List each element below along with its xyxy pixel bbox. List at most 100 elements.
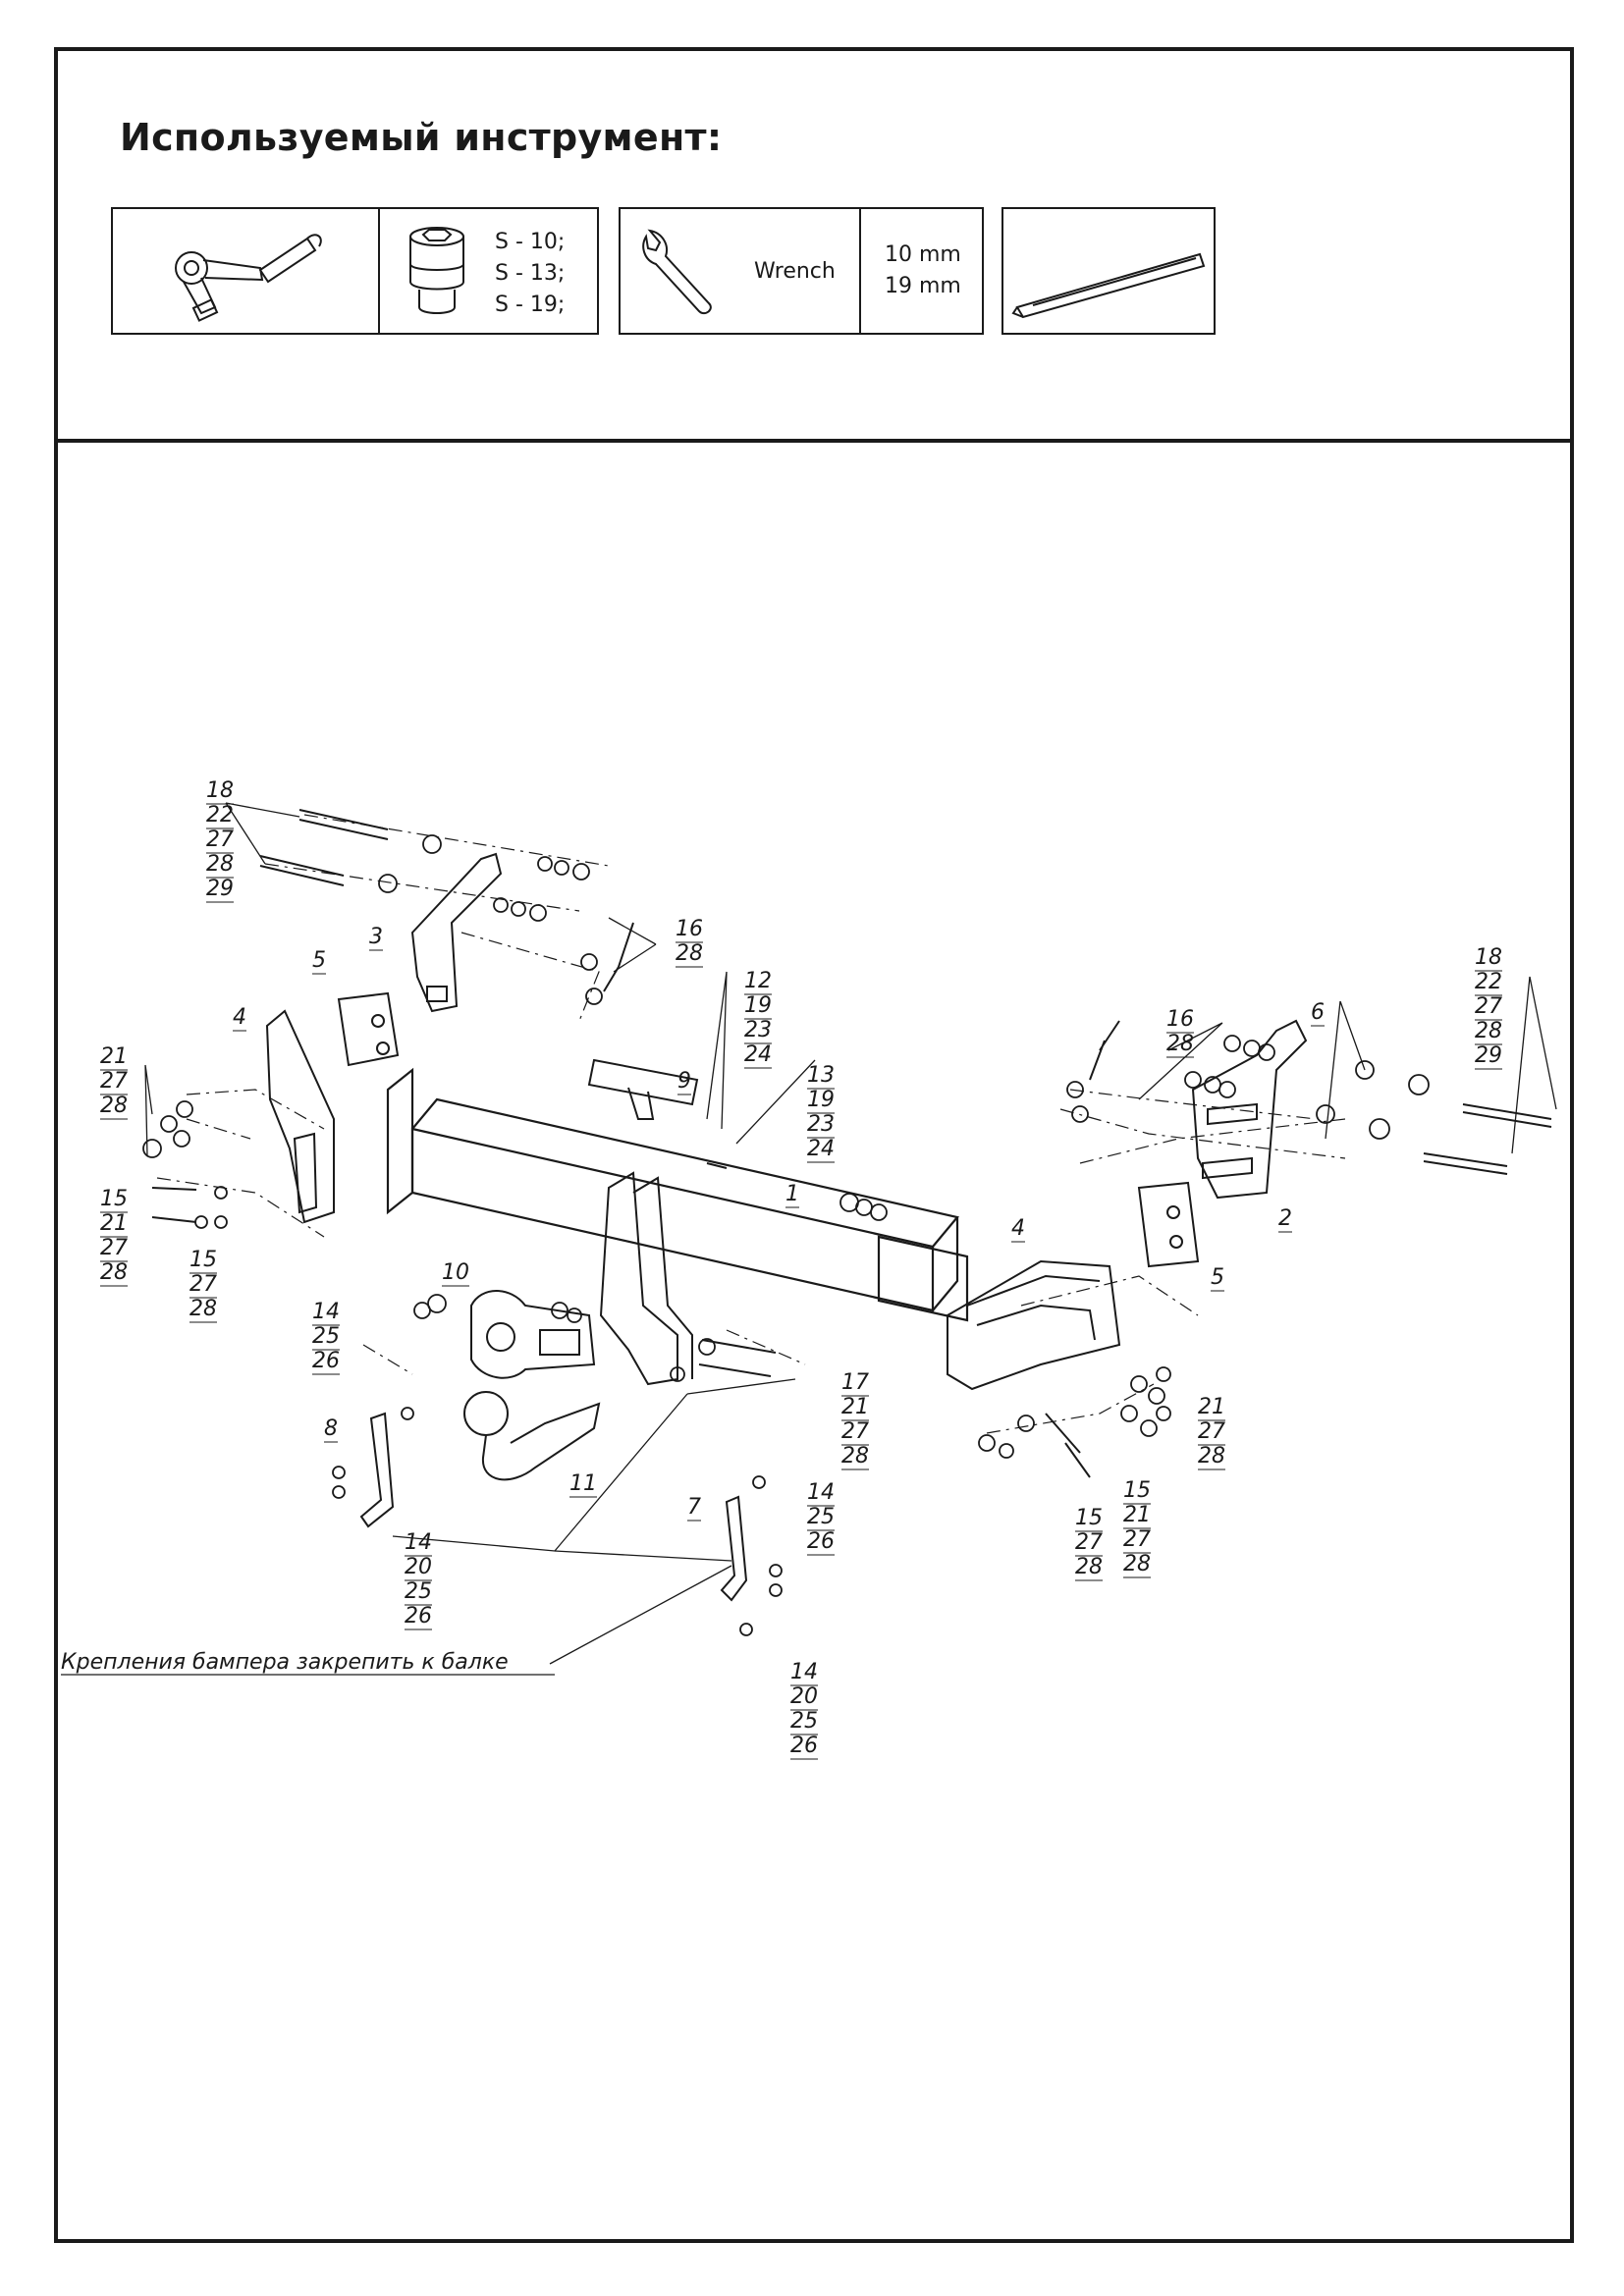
callout-11: 11	[569, 1471, 597, 1498]
callout-number: 3	[369, 925, 383, 949]
callout-number: 4	[1011, 1216, 1025, 1241]
right-bracket-2	[1191, 1019, 1308, 1200]
callout-number: 27	[841, 1419, 869, 1444]
callout-number: 7	[687, 1495, 701, 1520]
socket-plate-10	[470, 1290, 596, 1379]
callout-9: 9	[677, 1069, 691, 1095]
callout-number: 14	[790, 1660, 818, 1684]
callout-6: 6	[1311, 1000, 1325, 1027]
socket-cell: S - 10; S - 13; S - 19;	[378, 209, 597, 333]
callout-number: 18	[206, 778, 234, 803]
bumper-bracket-7	[720, 1495, 748, 1602]
callout-number: 15	[189, 1248, 217, 1272]
callout-number: 21	[1123, 1503, 1151, 1527]
callout-number: 28	[841, 1444, 869, 1468]
main-beam	[386, 1067, 969, 1322]
callout-number: 4	[233, 1005, 246, 1030]
callout-2: 2	[1278, 1206, 1292, 1233]
callout-number: 25	[405, 1579, 432, 1604]
callout-number: 14	[312, 1300, 340, 1324]
wrench-size-1: 10 mm	[885, 242, 961, 267]
socket-size-3: S - 19;	[495, 293, 566, 317]
callout-number: 27	[1475, 994, 1502, 1019]
callout-number: 20	[790, 1684, 818, 1709]
callout-number: 28	[1166, 1032, 1194, 1056]
dash-center-lines	[156, 814, 1346, 1434]
callout-number: 20	[405, 1555, 432, 1579]
callout-number: 21	[100, 1044, 128, 1069]
bolts	[151, 809, 1552, 1478]
callout-number: 15	[100, 1187, 128, 1211]
bumper-bracket-8	[359, 1412, 395, 1528]
wrench-cell: Wrench	[621, 209, 859, 333]
callout-number: 24	[807, 1137, 835, 1161]
callout-number: 15	[1075, 1506, 1103, 1530]
callout-number: 10	[442, 1260, 469, 1285]
callout-number: 22	[1475, 970, 1502, 994]
callout-number: 19	[744, 993, 772, 1018]
callout-number: 23	[807, 1112, 835, 1137]
center-brackets	[587, 1058, 699, 1386]
callout-number: 26	[405, 1604, 432, 1629]
callout-number: 5	[1211, 1265, 1224, 1290]
bumper-note: Крепления бампера закрепить к балке	[61, 1650, 555, 1676]
callout-number: 29	[206, 877, 234, 901]
callout-number: 9	[677, 1069, 691, 1094]
tool-box-socket: S - 10; S - 13; S - 19;	[111, 207, 599, 335]
callout-number: 29	[1475, 1043, 1502, 1068]
tow-ball-11	[463, 1391, 601, 1481]
callout-number: 14	[405, 1530, 432, 1555]
callout-number: 28	[1198, 1444, 1225, 1468]
wrench-size-2: 19 mm	[885, 274, 961, 298]
callout-number: 21	[841, 1395, 869, 1419]
callout-number: 28	[1075, 1555, 1103, 1579]
page-frame	[54, 47, 1574, 2243]
nuts-washers	[142, 834, 1430, 1636]
callout-5-right: 5	[1211, 1265, 1224, 1292]
callout-number: 12	[744, 969, 772, 993]
callout-number: 27	[189, 1272, 217, 1297]
callout-number: 19	[807, 1088, 835, 1112]
callout-number: 26	[312, 1349, 340, 1373]
callout-8: 8	[324, 1416, 338, 1443]
callout-number: 15	[1123, 1478, 1151, 1503]
callout-4-right: 4	[1011, 1216, 1025, 1243]
callout-number: 27	[1123, 1527, 1151, 1552]
callout-number: 8	[324, 1416, 338, 1441]
socket-size-2: S - 13;	[495, 261, 566, 286]
callout-7: 7	[687, 1495, 701, 1522]
callout-number: 16	[676, 917, 703, 941]
left-bracket-4	[265, 1009, 335, 1224]
ratchet-icon	[175, 234, 322, 322]
callout-number: 26	[807, 1529, 835, 1554]
ratchet-cell	[113, 209, 378, 333]
callout-number: 28	[189, 1297, 217, 1321]
callout-number: 25	[790, 1709, 818, 1734]
callout-number: 1	[785, 1182, 799, 1206]
callout-10: 10	[442, 1260, 469, 1287]
callout-number: 2	[1278, 1206, 1292, 1231]
callout-4-left: 4	[233, 1005, 246, 1032]
callout-number: 25	[312, 1324, 340, 1349]
pry-bar-icon	[1011, 252, 1206, 319]
header-divider	[54, 439, 1574, 443]
callout-number: 24	[744, 1042, 772, 1067]
wrench-label: Wrench	[754, 259, 836, 284]
callout-number: 28	[206, 852, 234, 877]
tool-box-pry-bar	[1001, 207, 1216, 335]
callout-number: 27	[100, 1069, 128, 1094]
left-plate-5	[337, 991, 400, 1067]
callout-number: 21	[1198, 1395, 1225, 1419]
